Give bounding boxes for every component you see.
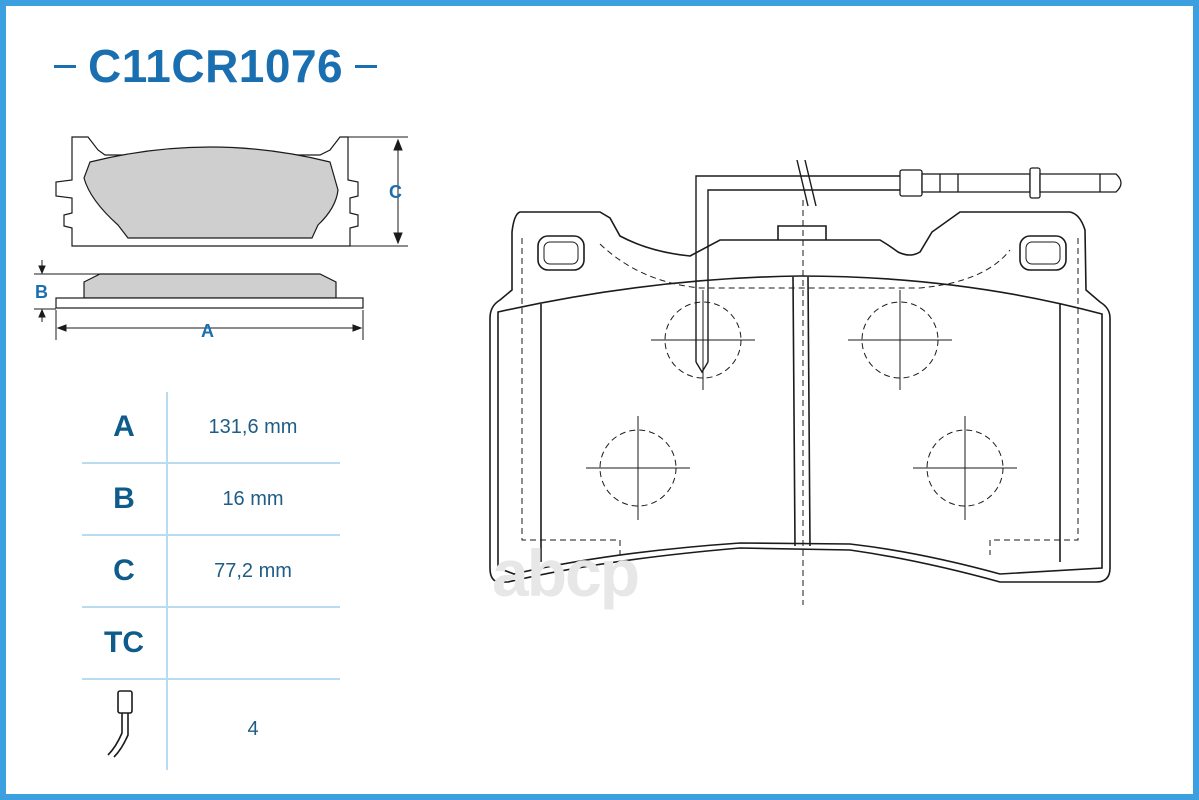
spec-label: C [113,554,135,587]
spec-row-sensor: 4 [82,680,340,778]
spec-value: 131,6 mm [208,415,298,438]
dimension-b [34,260,100,322]
brake-pad-drawing [489,211,1111,583]
spec-label: TC [104,626,144,659]
front-view-diagram [55,136,359,247]
dim-label-b: B [35,282,48,302]
spec-value: 16 mm [222,487,284,510]
part-number: C11CR1076 [88,40,344,92]
wear-sensor-wire [695,159,900,374]
spec-label-icon [82,689,166,769]
dimension-a [55,310,364,340]
part-number-title: C11CR1076 [42,38,389,94]
sensor-connector [899,167,1122,199]
center-marks [586,290,1017,520]
side-view-diagram [55,273,364,309]
spec-value: 77,2 mm [214,559,292,582]
spec-row-b: B 16 mm [82,464,340,536]
spec-row-a: A 131,6 mm [82,392,340,464]
watermark: abcp [492,536,640,610]
title-dash-right [355,64,378,68]
spec-label: A [113,410,135,443]
title-dash-left [54,64,76,68]
spec-row-tc: TC [82,608,340,680]
dimension-c [348,136,408,247]
dim-label-a: A [201,321,214,341]
spec-value: 4 [247,717,259,740]
table-divider [166,392,168,770]
wear-sensor-icon [107,690,133,758]
spec-row-c: C 77,2 mm [82,536,340,608]
spec-table: A 131,6 mm B 16 mm C 77,2 mm TC 4 [82,392,340,778]
dim-label-c: C [389,182,402,202]
spec-label: B [113,482,135,515]
